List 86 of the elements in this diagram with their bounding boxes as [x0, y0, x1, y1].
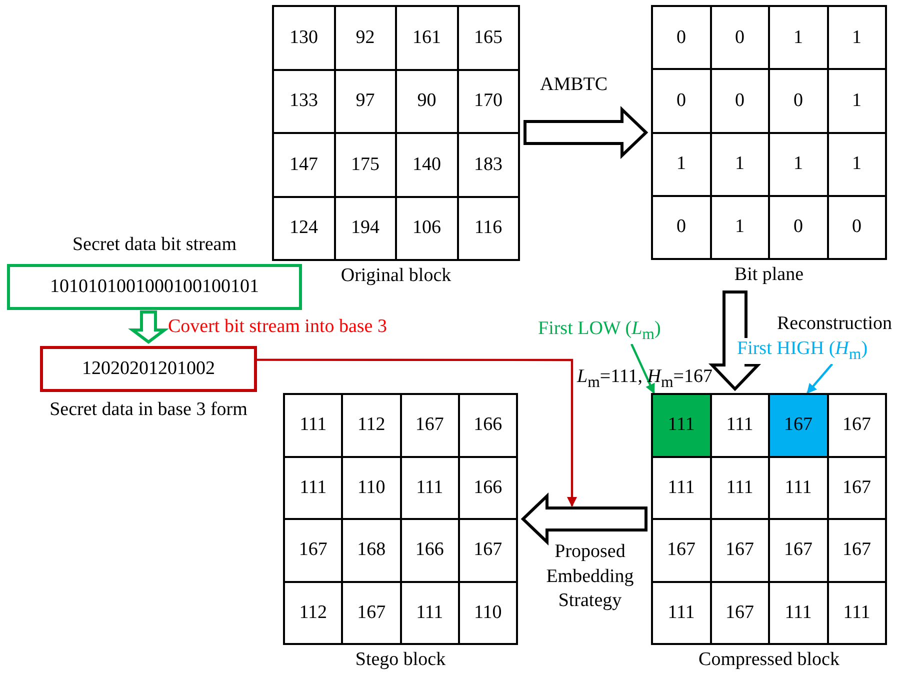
edge-label: Covert bit stream into base 3	[168, 316, 387, 338]
pixel-value-cell: 140	[396, 133, 458, 196]
pixel-value-cell: 167	[828, 394, 886, 456]
block-arrow	[524, 106, 648, 160]
block-caption: Original block	[340, 265, 452, 287]
pixel-value-cell: 1	[710, 196, 769, 259]
pixel-value-cell: 168	[342, 519, 400, 582]
pixel-value-cell: 111	[652, 456, 710, 519]
pixel-value-cell: 165	[458, 6, 519, 70]
pixel-value-cell: 167	[284, 519, 342, 582]
pixel-value-cell: 130	[273, 6, 334, 70]
pixel-value-cell: 124	[273, 196, 334, 260]
pixel-value-cell: 1	[769, 132, 828, 196]
pixel-value-cell: 170	[458, 70, 519, 133]
pixel-value-cell: 167	[769, 519, 828, 582]
pixel-value-cell: 112	[342, 394, 400, 456]
annotation-text: First LOW (L$_{m}$)	[538, 318, 661, 344]
pixel-value-cell: 111	[828, 582, 886, 644]
pixel-value-cell: 167	[458, 519, 517, 582]
pixel-value-cell: 167	[400, 394, 459, 456]
block-arrow	[128, 310, 169, 344]
value-label: L$_{m}$=111, H$_{m}$=167	[577, 366, 712, 392]
edge-label: Proposed Embedding Strategy	[545, 540, 635, 614]
pixel-value-cell: 111	[710, 456, 769, 519]
pixel-value-cell: 111	[769, 582, 828, 644]
annotation-text: First HIGH (H$_{m}$)	[737, 338, 868, 364]
pixel-value-cell: 167	[710, 582, 769, 644]
pixel-value-cell: 0	[769, 69, 828, 132]
pixel-value-cell: 167	[710, 519, 769, 582]
pixel-value-cell: 0	[652, 69, 710, 132]
pixel-value-cell: 167	[828, 456, 886, 519]
pixel-value-cell: 110	[342, 456, 400, 519]
pixel-value-cell: 111	[400, 456, 459, 519]
pixel-value-cell: 167	[828, 519, 886, 582]
pixel-value-cell: 161	[396, 6, 458, 70]
pixel-value-cell: 92	[334, 6, 396, 70]
pixel-value-cell: 110	[458, 582, 517, 644]
box-caption: Secret data bit stream	[71, 234, 238, 256]
pixel-value-cell: 1	[828, 69, 886, 132]
pixel-value-cell: 133	[273, 70, 334, 133]
data-string: 1010101001000100100101	[50, 276, 259, 298]
block-caption: Stego block	[354, 649, 447, 671]
pixel-value-cell: 111	[284, 394, 342, 456]
pixel-value-cell: 1	[710, 132, 769, 196]
pixel-value-cell: 111	[769, 456, 828, 519]
pixel-value-cell: 1	[828, 132, 886, 196]
box-caption: Secret data in base 3 form	[48, 399, 248, 421]
pixel-value-cell: 194	[334, 196, 396, 260]
pixel-value-cell: 175	[334, 133, 396, 196]
pixel-value-cell: 111	[652, 394, 710, 456]
pixel-value-cell: 166	[400, 519, 459, 582]
pixel-value-cell: 183	[458, 133, 519, 196]
pixel-value-cell: 0	[652, 196, 710, 259]
leader-arrow	[630, 344, 655, 394]
pixel-value-cell: 116	[458, 196, 519, 260]
pixel-value-cell: 166	[458, 456, 517, 519]
pixel-value-cell: 167	[652, 519, 710, 582]
pixel-value-cell: 97	[334, 70, 396, 133]
pixel-value-cell: 111	[400, 582, 459, 644]
leader-arrow	[806, 363, 834, 394]
pixel-value-cell: 0	[710, 69, 769, 132]
data-string: 12020201201002	[82, 358, 215, 380]
block-caption: Compressed block	[698, 649, 840, 671]
pixel-value-cell: 111	[710, 394, 769, 456]
connector-arrow	[257, 358, 577, 507]
pixel-value-cell: 111	[652, 582, 710, 644]
pixel-value-cell: 0	[710, 6, 769, 70]
pixel-value-cell: 0	[652, 6, 710, 70]
block-arrow	[520, 492, 648, 546]
pixel-value-cell: 90	[396, 70, 458, 133]
pixel-value-cell: 106	[396, 196, 458, 260]
pixel-value-cell: 147	[273, 133, 334, 196]
pixel-value-cell: 1	[769, 6, 828, 70]
pixel-value-cell: 0	[828, 196, 886, 259]
pixel-value-cell: 111	[284, 456, 342, 519]
pixel-value-cell: 166	[458, 394, 517, 456]
block-arrow	[708, 290, 762, 392]
block-caption: Bit plane	[733, 264, 805, 286]
edge-label: AMBTC	[540, 74, 608, 96]
edge-label: Reconstruction	[777, 313, 892, 335]
pixel-value-cell: 112	[284, 582, 342, 644]
pixel-value-cell: 167	[342, 582, 400, 644]
pixel-value-cell: 1	[828, 6, 886, 70]
pixel-value-cell: 167	[769, 394, 828, 456]
pixel-value-cell: 0	[769, 196, 828, 259]
pixel-value-cell: 1	[652, 132, 710, 196]
